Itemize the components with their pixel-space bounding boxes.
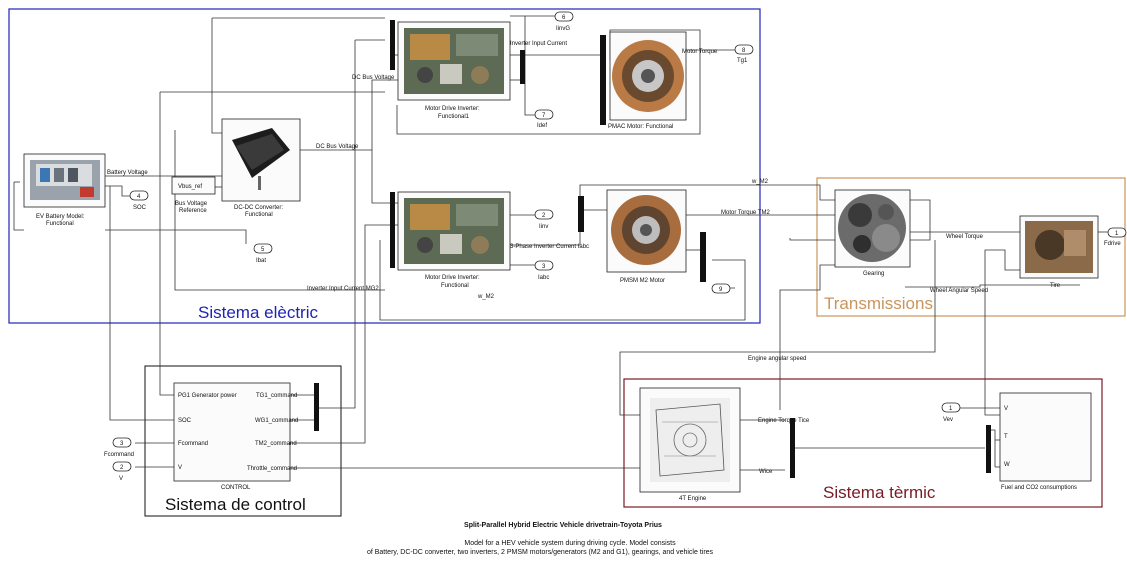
port-out3-label: Iabc — [538, 275, 549, 281]
inverter2-title: Motor Drive Inverter: — [425, 275, 480, 281]
inverter2-block[interactable] — [398, 192, 510, 270]
vbus-ref-caption1: Bus Voltage — [175, 201, 208, 207]
group-thermal-label: Sistema tèrmic — [823, 483, 936, 502]
control-in-pg1: PG1 Generator power — [178, 393, 237, 399]
inverter1-subtitle: Functional1 — [438, 114, 470, 120]
fuel-title: Fuel and CO2 consumptions — [1001, 485, 1077, 491]
sig-w-m2-bottom: w_M2 — [477, 294, 495, 300]
footer-line1: Model for a HEV vehicle system during dr… — [464, 540, 676, 547]
port-out5[interactable]: 5 — [254, 244, 272, 253]
port-in3[interactable]: 3 — [113, 438, 131, 447]
sig-wheel-torque: Wheel Torque — [946, 234, 984, 240]
pmsm-title: PMSM M2 Motor — [620, 278, 665, 284]
sig-battery-voltage: Battery Voltage — [107, 170, 148, 176]
control-out-throttle: Throttle_command — [247, 466, 297, 472]
port-out6-label: IinvG — [556, 26, 570, 32]
vbus-ref-label: Vbus_ref — [178, 184, 202, 190]
port-out1-label: Fdrive — [1104, 241, 1121, 247]
port-out2-label: Iinv — [539, 224, 548, 230]
port-out1[interactable]: 1 — [1108, 228, 1126, 237]
dcdc-title: DC-DC Converter: — [234, 205, 283, 211]
footer-title: Split-Parallel Hybrid Electric Vehicle d… — [464, 522, 662, 529]
control-out-tm2: TM2_command — [255, 441, 297, 447]
inverter1-title: Motor Drive Inverter: — [425, 106, 480, 112]
port-in2-label: V — [119, 476, 123, 482]
dcdc-subtitle: Functional — [245, 212, 273, 218]
port-out7[interactable]: 7 — [535, 110, 553, 119]
pmac-block[interactable] — [610, 32, 686, 120]
sig-dc-bus-voltage-2: DC Bus Voltage — [316, 144, 359, 150]
port-in1-label: Vev — [943, 417, 953, 423]
control-out-wg1: WG1_command — [255, 418, 298, 424]
sig-w-m2-top: w_M2 — [751, 179, 769, 185]
fuel-block[interactable] — [1000, 393, 1091, 481]
port-out9[interactable]: 9 — [712, 284, 730, 293]
group-electric-label: Sistema elèctric — [198, 303, 318, 322]
gearing-title: Gearing — [863, 271, 884, 277]
port-in1[interactable]: 1 — [942, 403, 960, 412]
control-in-soc: SOC — [178, 418, 192, 424]
port-out4-label: SOC — [133, 205, 147, 211]
fuel-in-t: T — [1004, 434, 1008, 440]
sig-engine-torque: Engine Torque Tice — [758, 418, 810, 424]
engine-title: 4T Engine — [679, 496, 707, 502]
fuel-in-w: W — [1004, 462, 1010, 468]
port-in3-label: Fcommand — [104, 452, 134, 458]
tire-title: Tire — [1050, 283, 1061, 289]
sig-dc-bus-voltage-1: DC Bus Voltage — [352, 75, 395, 81]
gearing-block[interactable] — [835, 190, 910, 267]
group-control-label: Sistema de control — [165, 495, 306, 514]
port-out2[interactable]: 2 — [535, 210, 553, 219]
control-out-tg1: TG1_command — [256, 393, 297, 399]
port-out5-label: Ibat — [256, 258, 266, 264]
port-out7-label: Idef — [537, 123, 547, 129]
port-out8-label: Tg1 — [737, 58, 748, 64]
sig-three-phase: 3-Phase Inverter Current Iabc — [510, 244, 589, 250]
sig-wheel-angular-speed: Wheel Angular Speed — [930, 288, 988, 294]
inverter1-block[interactable] — [398, 22, 510, 100]
port-out3[interactable]: 3 — [535, 261, 553, 270]
group-transmissions-label: Transmissions — [824, 294, 933, 313]
pmac-title: PMAC Motor: Functional — [608, 124, 673, 130]
sig-motor-torque: Motor Torque — [682, 49, 718, 55]
engine-block[interactable] — [640, 388, 740, 492]
battery-block[interactable] — [24, 154, 105, 207]
sig-inverter-input-current-mg2: Inverter Input Current MG2 — [307, 286, 379, 292]
sig-wice: Wice — [759, 469, 773, 475]
tire-block[interactable] — [1020, 216, 1098, 278]
port-in2[interactable]: 2 — [113, 462, 131, 471]
control-in-v: V — [178, 465, 182, 471]
dcdc-block[interactable] — [222, 119, 300, 201]
port-out6[interactable]: 6 — [555, 12, 573, 21]
battery-title: EV Battery Model: — [36, 214, 85, 220]
sig-engine-angular-speed: Engine angular speed — [748, 356, 806, 362]
inverter2-subtitle: Functional — [441, 283, 469, 289]
sig-inverter-input-current: Inverter Input Current — [510, 41, 567, 47]
sig-motor-torque-tm2: Motor Torque TM2 — [721, 210, 770, 216]
port-out4[interactable]: 4 — [130, 191, 148, 200]
battery-subtitle: Functional — [46, 221, 74, 227]
pmsm-block[interactable] — [607, 190, 686, 272]
port-out8[interactable]: 8 — [735, 45, 753, 54]
vbus-ref-caption2: Reference — [179, 208, 207, 214]
control-in-fcommand: Fcommand — [178, 441, 208, 447]
footer-line2: of Battery, DC-DC converter, two inverte… — [367, 549, 714, 556]
fuel-in-v: V — [1004, 406, 1008, 412]
control-title: CONTROL — [221, 485, 251, 491]
